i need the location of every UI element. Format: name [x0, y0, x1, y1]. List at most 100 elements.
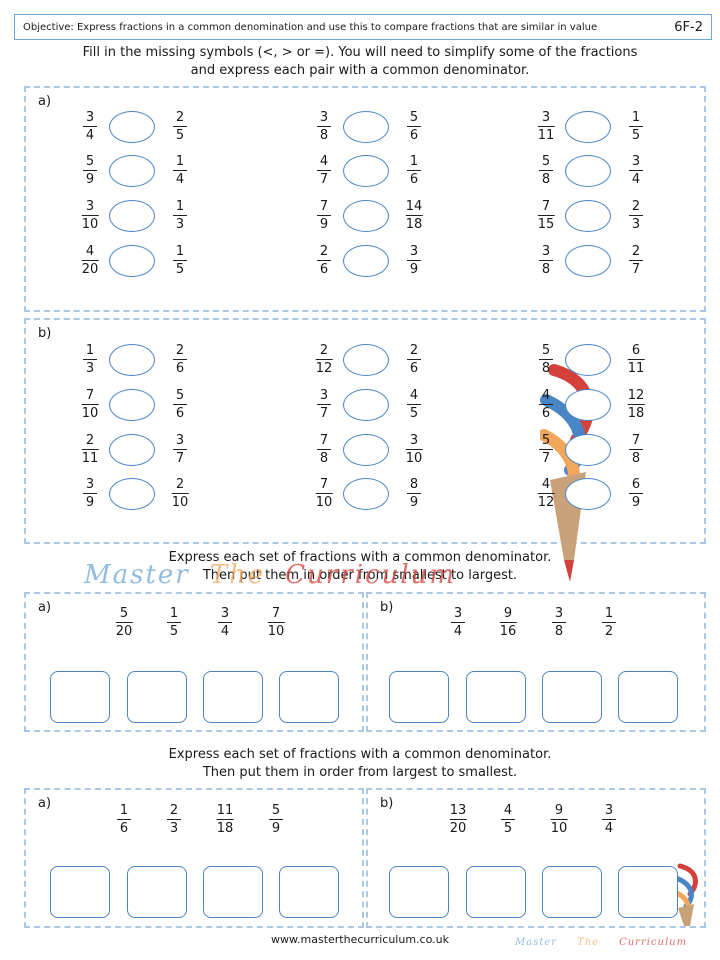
- section-label-a: a): [38, 600, 52, 615]
- section-label-b: b): [380, 600, 394, 615]
- denominator: 20: [81, 262, 99, 277]
- numerator: 2: [175, 477, 185, 492]
- denominator: 5: [175, 262, 185, 277]
- fraction-bar: [81, 215, 99, 216]
- fraction-bar: [629, 126, 643, 127]
- fraction-bar: [539, 404, 553, 405]
- comparison-symbol-oval[interactable]: [343, 434, 389, 466]
- denominator: 4: [631, 172, 641, 187]
- numerator: 6: [631, 477, 641, 492]
- numerator: 4: [85, 244, 95, 259]
- answer-box[interactable]: [542, 866, 602, 918]
- denominator: 10: [81, 217, 99, 232]
- comparison-symbol-oval[interactable]: [109, 434, 155, 466]
- comparison-symbol-oval[interactable]: [565, 478, 611, 510]
- denominator: 9: [631, 495, 641, 510]
- denominator: 9: [409, 262, 419, 277]
- fraction-bar: [539, 260, 553, 261]
- comparison-symbol-oval[interactable]: [343, 389, 389, 421]
- numerator: 2: [319, 343, 329, 358]
- comparison-symbol-oval[interactable]: [343, 478, 389, 510]
- comparison-symbol-oval[interactable]: [565, 434, 611, 466]
- fraction-bar: [537, 215, 555, 216]
- comparison-symbol-oval[interactable]: [565, 155, 611, 187]
- fraction-bar: [539, 170, 553, 171]
- numerator: 2: [169, 803, 179, 818]
- comparison-symbol-oval[interactable]: [343, 200, 389, 232]
- comparison-symbol-oval[interactable]: [565, 200, 611, 232]
- comparison-symbol-oval[interactable]: [109, 245, 155, 277]
- answer-box[interactable]: [466, 866, 526, 918]
- fraction-bar: [552, 622, 566, 623]
- numerator: 5: [541, 154, 551, 169]
- answer-box[interactable]: [542, 671, 602, 723]
- fraction-bar: [173, 126, 187, 127]
- comparison-symbol-oval[interactable]: [343, 111, 389, 143]
- denominator: 4: [220, 624, 230, 639]
- answer-box[interactable]: [618, 866, 678, 918]
- numerator: 1: [631, 110, 641, 125]
- fraction-bar: [407, 260, 421, 261]
- fraction-bar: [269, 819, 283, 820]
- comparison-symbol-oval[interactable]: [343, 344, 389, 376]
- comparison-symbol-oval[interactable]: [565, 245, 611, 277]
- denominator: 8: [554, 624, 564, 639]
- answer-box[interactable]: [127, 671, 187, 723]
- answer-box[interactable]: [389, 866, 449, 918]
- comparison-symbol-oval[interactable]: [109, 200, 155, 232]
- answer-box[interactable]: [50, 671, 110, 723]
- answer-box[interactable]: [389, 671, 449, 723]
- numerator: 5: [85, 154, 95, 169]
- fraction-bar: [173, 359, 187, 360]
- denominator: 5: [503, 821, 513, 836]
- denominator: 6: [319, 262, 329, 277]
- comparison-symbol-oval[interactable]: [343, 155, 389, 187]
- fraction-bar: [83, 170, 97, 171]
- fraction-bar: [405, 215, 423, 216]
- fraction-bar: [317, 215, 331, 216]
- comparison-symbol-oval[interactable]: [565, 389, 611, 421]
- comparison-symbol-oval[interactable]: [343, 245, 389, 277]
- comparison-symbol-oval[interactable]: [109, 344, 155, 376]
- denominator: 15: [537, 217, 555, 232]
- answer-box[interactable]: [279, 671, 339, 723]
- denominator: 10: [81, 406, 99, 421]
- answer-box[interactable]: [127, 866, 187, 918]
- fraction-bar: [317, 260, 331, 261]
- answer-box[interactable]: [203, 671, 263, 723]
- fraction-bar: [173, 404, 187, 405]
- comparison-symbol-oval[interactable]: [109, 389, 155, 421]
- answer-box[interactable]: [618, 671, 678, 723]
- comparison-symbol-oval[interactable]: [565, 111, 611, 143]
- comparison-symbol-oval[interactable]: [109, 155, 155, 187]
- watermark-word: The: [577, 937, 600, 948]
- numerator: 8: [409, 477, 419, 492]
- fraction-bar: [629, 493, 643, 494]
- denominator: 6: [409, 172, 419, 187]
- comparison-symbol-oval[interactable]: [109, 478, 155, 510]
- answer-box[interactable]: [50, 866, 110, 918]
- numerator: 1: [85, 343, 95, 358]
- numerator: 13: [449, 803, 467, 818]
- numerator: 3: [453, 606, 463, 621]
- comparison-symbol-oval[interactable]: [109, 111, 155, 143]
- answer-box[interactable]: [279, 866, 339, 918]
- comparison-symbol-oval[interactable]: [565, 344, 611, 376]
- answer-box[interactable]: [466, 671, 526, 723]
- fraction-bar: [627, 404, 645, 405]
- numerator: 1: [175, 199, 185, 214]
- answer-box[interactable]: [203, 866, 263, 918]
- denominator: 10: [405, 451, 423, 466]
